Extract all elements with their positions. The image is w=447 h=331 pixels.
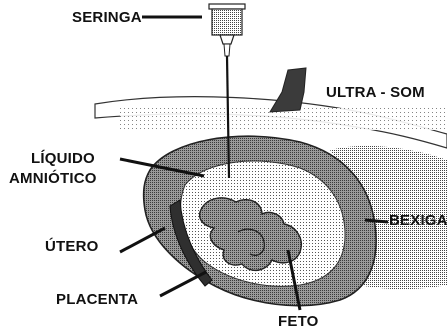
label-feto: FETO <box>278 313 319 330</box>
label-liquido-amniotico-line1: LÍQUIDO <box>31 150 95 167</box>
label-liquido-amniotico-line2: AMNIÓTICO <box>9 170 97 187</box>
label-utero: ÚTERO <box>45 238 99 255</box>
label-ultra-som: ULTRA - SOM <box>326 84 425 101</box>
label-placenta: PLACENTA <box>56 291 138 308</box>
label-bexiga: BEXIGA <box>389 212 447 229</box>
syringe <box>209 4 245 56</box>
ultrasound-probe <box>270 68 306 112</box>
label-seringa: SERINGA <box>72 9 142 26</box>
